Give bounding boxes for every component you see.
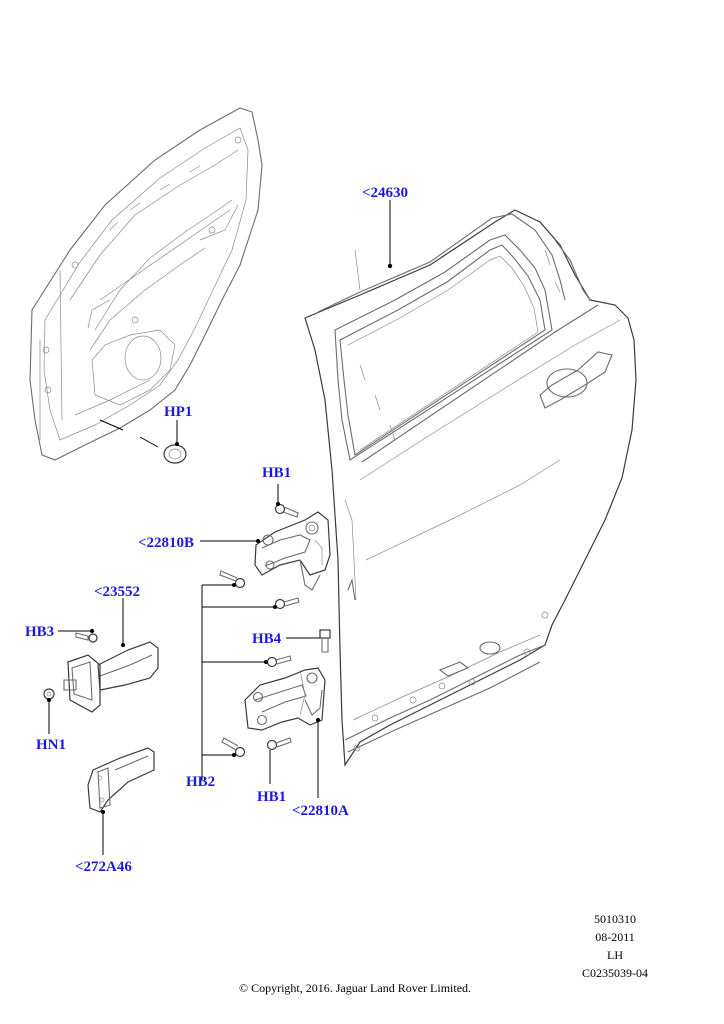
- hb2-leader-dot-0: [232, 583, 236, 587]
- panel-leader: [99, 419, 124, 431]
- hb2-leader-dot-1: [273, 605, 277, 609]
- callout-check-arm: <272A46: [75, 859, 132, 875]
- callout-check-bolt: HB3: [25, 624, 54, 640]
- hb3-leader-dot: [90, 629, 94, 633]
- inner-door-panel-illustration: [29, 107, 263, 461]
- plug-illustration: [163, 444, 187, 464]
- footer-date: 08-2011: [595, 930, 635, 944]
- hb2-leader-dot-3: [232, 753, 236, 757]
- door-shell-leader-dot: [387, 263, 393, 269]
- callout-hinge-bolt-upper: HB1: [262, 465, 291, 481]
- upper-hinge-illustration: [254, 511, 331, 591]
- door-shell-illustration: [304, 209, 637, 767]
- plug-leader-dot: [175, 442, 179, 446]
- upper-hinge-bolt-illustration: [274, 503, 299, 518]
- callout-plug: HP1: [164, 404, 192, 420]
- callout-hinge-lower: <22810A: [292, 803, 349, 819]
- callout-hinge-bolt-4: HB4: [252, 631, 282, 647]
- footer-side: LH: [607, 948, 623, 962]
- hinge-bolts-middle-illustration: [219, 570, 300, 758]
- callout-door-shell: <24630: [362, 185, 408, 201]
- check-strap-leader-dot: [121, 643, 125, 647]
- panel-leader-2: [139, 436, 159, 448]
- check-strap-illustration: [63, 641, 159, 713]
- check-arm-illustration: [87, 747, 155, 813]
- hn1-leader-dot: [47, 698, 51, 702]
- callout-check-strap: <23552: [94, 584, 140, 600]
- upper-bolt-leader-dot: [276, 502, 280, 506]
- hb3-bolt-illustration: [75, 632, 98, 643]
- footer-drawing-code: C0235039-04: [582, 966, 648, 980]
- callout-hinge-upper: <22810B: [138, 535, 194, 551]
- footer-copyright: © Copyright, 2016. Jaguar Land Rover Lim…: [238, 981, 472, 995]
- callout-check-nut: HN1: [36, 737, 66, 753]
- lower-hinge-leader-dot: [316, 718, 320, 722]
- hb2-leader-dot-2: [264, 660, 268, 664]
- upper-hinge-leader-dot: [256, 539, 260, 543]
- check-arm-leader-dot: [101, 810, 105, 814]
- hb4-bolt-illustration: [319, 629, 331, 653]
- callout-hinge-bolt-lower-group: HB2: [186, 774, 215, 790]
- lower-hinge-illustration: [244, 667, 326, 731]
- footer-ref-number: 5010310: [594, 912, 636, 926]
- hn1-nut-illustration: [43, 688, 55, 700]
- callout-hinge-bolt-lower: HB1: [257, 789, 286, 805]
